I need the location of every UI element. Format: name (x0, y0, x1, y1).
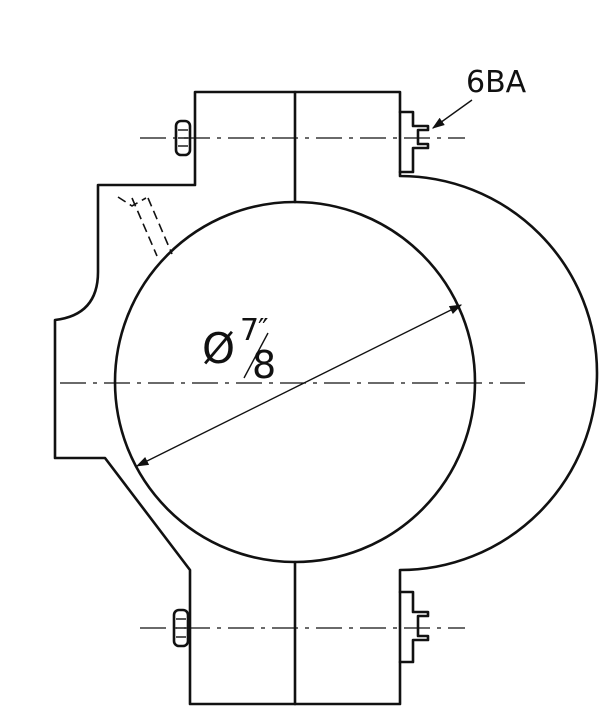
bore-circle (113, 200, 477, 564)
thread-callout-leader (431, 99, 473, 129)
left-nut-top (174, 119, 192, 157)
diameter-label: Ø 7 ″ 8 (202, 312, 276, 387)
right-screw-bottom (398, 590, 430, 664)
right-screw-top (398, 110, 430, 174)
hidden-oil-hole (117, 196, 173, 257)
svg-text:Ø: Ø (202, 324, 235, 373)
svg-text:8: 8 (252, 343, 276, 387)
svg-text:7: 7 (240, 313, 259, 348)
clamp-outline (53, 90, 599, 706)
diameter-dimension-line (135, 304, 463, 467)
svg-text:″: ″ (258, 312, 268, 345)
left-nut-bottom (172, 608, 190, 648)
thread-callout-label: 6BA (466, 65, 527, 100)
